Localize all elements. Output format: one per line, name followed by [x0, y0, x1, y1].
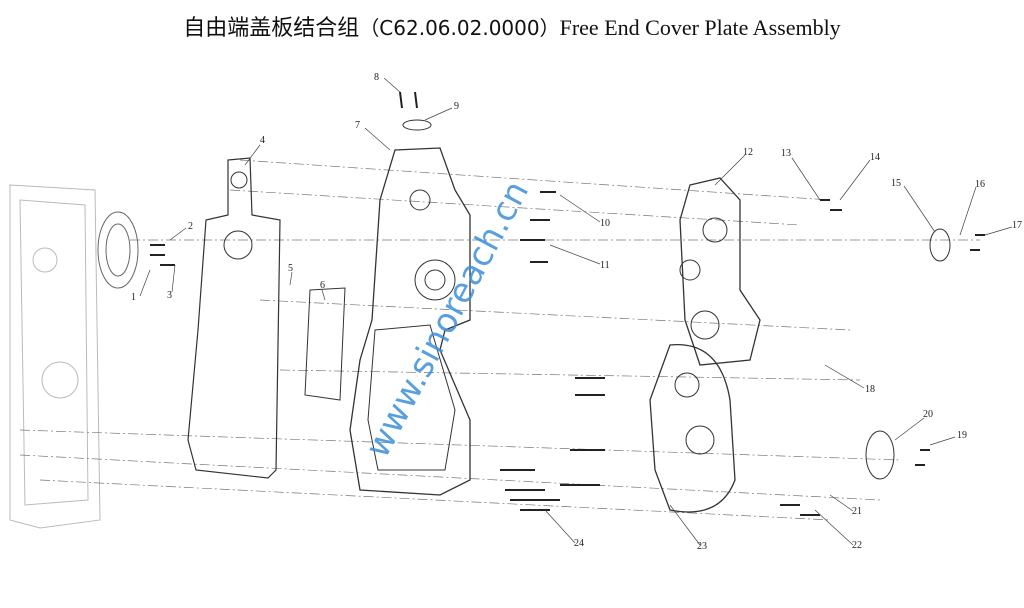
callout-4: 4: [260, 135, 265, 146]
callout-8: 8: [374, 72, 379, 83]
plate-part-12: [679, 177, 761, 366]
callout-24: 24: [574, 538, 584, 549]
plate-part-23: [649, 343, 736, 513]
callout-6: 6: [320, 280, 325, 291]
title-english: Free End Cover Plate Assembly: [559, 15, 841, 40]
callout-17: 17: [1012, 220, 1022, 231]
callout-11: 11: [600, 260, 610, 271]
gear: [97, 211, 139, 289]
leader-lines: [139, 77, 1013, 546]
callout-16: 16: [975, 179, 985, 190]
callout-9: 9: [454, 101, 459, 112]
callout-10: 10: [600, 218, 610, 229]
callout-7: 7: [355, 120, 360, 131]
assembly-lines: [19, 159, 980, 521]
callout-12: 12: [743, 147, 753, 158]
engine-block: [9, 184, 101, 529]
cover-part-20: [865, 430, 895, 480]
plate-part-6: [304, 287, 346, 401]
housing-part-7: [349, 147, 471, 496]
callout-22: 22: [852, 540, 862, 551]
callout-20: 20: [923, 409, 933, 420]
callout-1: 1: [131, 292, 136, 303]
callout-21: 21: [852, 506, 862, 517]
watermark: www.sinoreach.cn: [358, 174, 537, 464]
callout-2: 2: [188, 221, 193, 232]
callout-5: 5: [288, 263, 293, 274]
callout-13: 13: [781, 148, 791, 159]
callout-23: 23: [697, 541, 707, 552]
callout-15: 15: [891, 178, 901, 189]
gasket-part-4: [187, 157, 281, 479]
callout-14: 14: [870, 152, 880, 163]
diagram-title: 自由端盖板结合组（C62.06.02.0000）Free End Cover P…: [0, 10, 1024, 42]
callout-19: 19: [957, 430, 967, 441]
cover-part-15: [929, 228, 951, 262]
title-chinese: 自由端盖板结合组: [183, 15, 360, 40]
callout-18: 18: [865, 384, 875, 395]
part-code: （C62.06.02.0000）: [359, 16, 560, 40]
callout-3: 3: [167, 290, 172, 301]
bolts: [150, 91, 985, 516]
